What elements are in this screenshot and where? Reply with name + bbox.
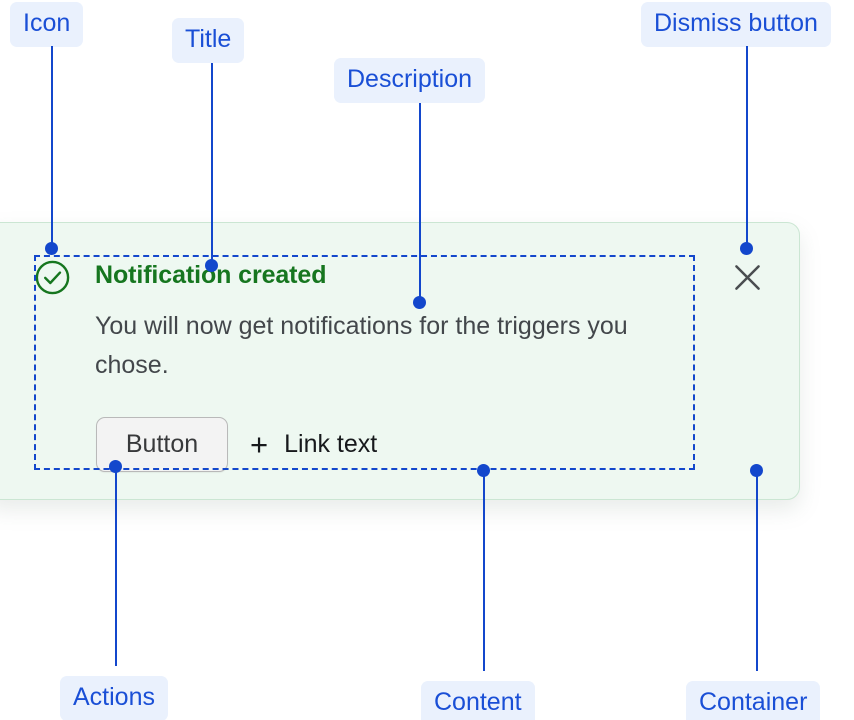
action-link[interactable]: + Link text: [250, 429, 377, 460]
callout-dot-title: [205, 259, 218, 272]
action-link-label: Link text: [284, 430, 378, 458]
callout-label-content: Content: [421, 681, 535, 720]
plus-icon: +: [250, 427, 269, 462]
callout-dot-content: [477, 464, 490, 477]
callout-dot-actions: [109, 460, 122, 473]
callout-connector-content: [483, 470, 485, 671]
callout-dot-icon: [45, 242, 58, 255]
callout-dot-description: [413, 296, 426, 309]
callout-connector-dismiss-button: [746, 46, 748, 248]
callout-label-title: Title: [172, 18, 245, 63]
callout-dot-container: [750, 464, 763, 477]
callout-dot-dismiss-button: [740, 242, 753, 255]
close-icon: [735, 265, 760, 290]
callout-label-container: Container: [686, 681, 821, 720]
callout-connector-title: [211, 63, 213, 265]
action-button[interactable]: Button: [96, 417, 228, 472]
notification-actions: Button + Link text: [96, 417, 377, 472]
notification-description: You will now get notifications for the t…: [95, 312, 628, 379]
check-circle-icon: [35, 260, 70, 295]
callout-connector-description: [419, 103, 421, 302]
dismiss-button[interactable]: [733, 263, 762, 292]
callout-label-icon: Icon: [10, 2, 84, 47]
callout-connector-actions: [115, 470, 117, 666]
callout-connector-container: [756, 470, 758, 671]
callout-label-actions: Actions: [60, 676, 168, 720]
callout-label-description: Description: [334, 58, 486, 103]
callout-connector-icon: [51, 46, 53, 248]
callout-label-dismiss-button: Dismiss button: [641, 2, 831, 47]
